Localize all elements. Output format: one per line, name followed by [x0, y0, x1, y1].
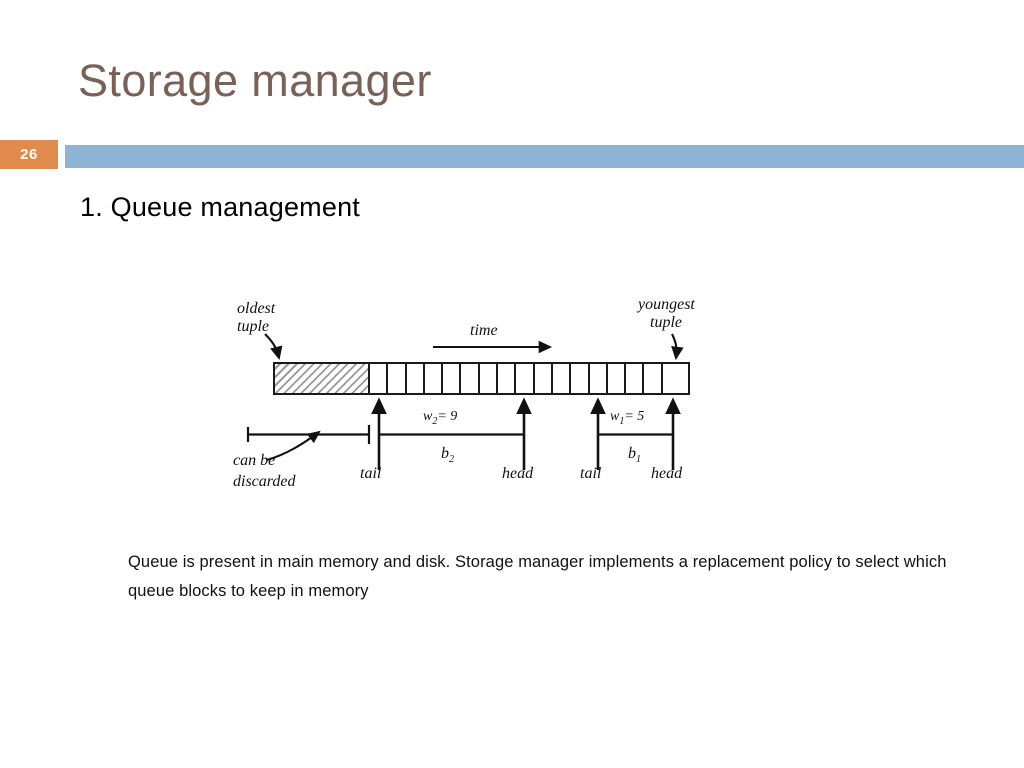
queue-strip — [273, 362, 690, 395]
w2-annotation: w2= 9 — [423, 409, 457, 427]
w2-value: = 9 — [437, 409, 458, 424]
youngest-tuple-label-line1: youngest — [638, 296, 695, 313]
w1-annotation: w1= 5 — [610, 409, 644, 427]
queue-cell — [535, 364, 553, 393]
queue-cell — [608, 364, 627, 393]
queue-cell — [461, 364, 480, 393]
b1-subscript: 1 — [636, 454, 641, 466]
page-title: Storage manager — [78, 55, 432, 106]
time-label: time — [470, 322, 498, 339]
w2-symbol: w — [423, 409, 433, 424]
slide-number-badge: 26 — [0, 140, 58, 169]
w2-subscript: 2 — [432, 415, 438, 427]
bullet-heading: 1. Queue management — [80, 192, 360, 222]
header-rule: 26 — [0, 140, 1024, 169]
w1-symbol: w — [610, 409, 620, 424]
youngest-tuple-label-line2: tuple — [650, 314, 682, 331]
oldest-tuple-label-line1: oldest — [237, 300, 276, 317]
queue-cell — [443, 364, 462, 393]
w1-value: = 5 — [624, 409, 645, 424]
w1-subscript: 1 — [619, 415, 625, 427]
b2-tail-label: tail — [360, 465, 382, 482]
oldest-tuple-label-line2: tuple — [237, 318, 269, 335]
b2-label: b2 — [441, 445, 454, 465]
b2-subscript: 2 — [449, 454, 454, 466]
diagram-vectors — [246, 333, 684, 470]
can-be-discarded-label-line1: can be — [233, 452, 276, 469]
b1-tail-label: tail — [580, 465, 602, 482]
queue-cell — [553, 364, 572, 393]
queue-cell — [407, 364, 425, 393]
queue-cell — [626, 364, 645, 393]
queue-cell-discarded — [275, 364, 370, 393]
queue-cell — [571, 364, 590, 393]
can-be-discarded-label-line2: discarded — [233, 473, 296, 490]
b1-label: b1 — [628, 445, 641, 465]
queue-cell — [370, 364, 389, 393]
oldest-tuple-pointer-arrow — [264, 333, 283, 361]
b1-head-label: head — [651, 465, 683, 482]
b1-symbol: b — [628, 445, 636, 462]
queue-cell — [644, 364, 663, 393]
can-be-discarded-pointer-arrow — [266, 430, 321, 462]
b2-head-label: head — [502, 465, 534, 482]
queue-cell — [425, 364, 444, 393]
b2-symbol: b — [441, 445, 449, 462]
queue-cell — [498, 364, 517, 393]
header-rule-bar — [65, 145, 1024, 168]
figure-caption: Queue is present in main memory and disk… — [128, 553, 947, 600]
youngest-tuple-pointer-arrow — [671, 333, 684, 361]
queue-cell — [480, 364, 499, 393]
queue-cell — [516, 364, 535, 393]
queue-cell — [590, 364, 608, 393]
queue-diagram: oldest tuple youngest tuple time can be … — [225, 292, 745, 507]
queue-cell — [388, 364, 407, 393]
